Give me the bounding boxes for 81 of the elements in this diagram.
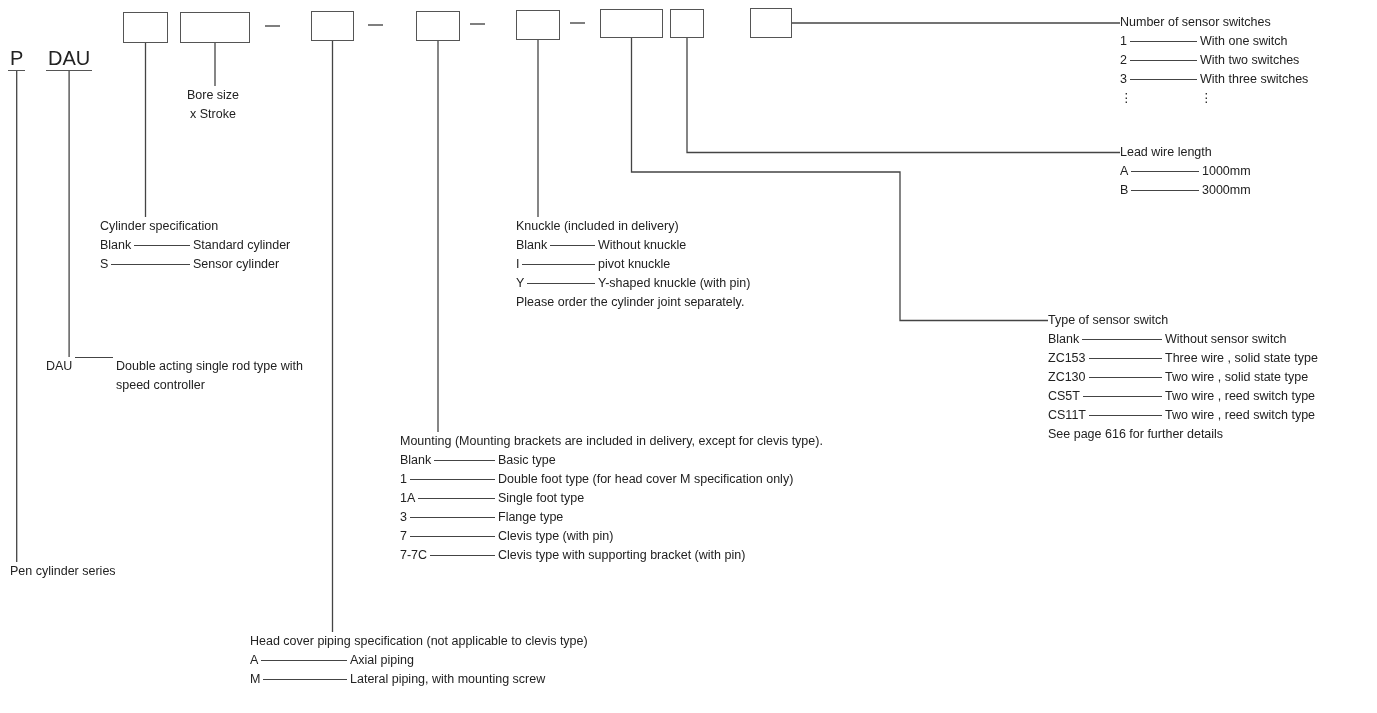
leader-line [144,42,147,218]
leader-line [16,70,18,563]
spec-heading: Lead wire length [1120,144,1213,161]
model-code: P [8,46,26,71]
spec-heading: Number of sensor switches [1120,14,1272,31]
code-box [516,10,560,40]
option-code: CS11T [1048,407,1086,424]
option-code: CS5T [1048,388,1080,405]
note-text: See page 616 for further details [1048,426,1225,443]
option-code: 3 [400,509,407,526]
option-description: Clevis type (with pin) [498,528,615,545]
option-description: Basic type [498,452,557,469]
option-code: 1 [1120,33,1127,50]
option-description: Two wire , solid state type [1165,369,1310,386]
option-description: ⋮ [1200,90,1214,107]
option-description: 1000mm [1202,163,1251,180]
option-description: Three wire , solid state type [1165,350,1318,367]
option-description: Single foot type [498,490,586,507]
option-code: Blank [1048,331,1080,348]
option-description: With two switches [1200,52,1301,69]
code-box [416,11,460,41]
option-code: ZC153 [1048,350,1086,367]
option-description: Two wire , reed switch type [1165,388,1317,405]
code-box [670,9,704,38]
option-code: DAU [46,358,73,375]
option-code: Y [516,275,525,292]
caption-text: Bore size x Stroke [184,86,242,124]
code-box [123,12,168,43]
option-code: 1 [400,471,407,488]
option-code: A [250,652,259,669]
option-description: pivot knuckle [598,256,672,273]
option-code: Blank [516,237,548,254]
option-description: Standard cylinder [193,237,291,254]
option-description: With one switch [1200,33,1289,50]
code-box [600,9,663,38]
spec-heading: Mounting (Mounting brackets are included in delivery, except for clevis type). [400,433,823,450]
spec-heading: Knuckle (included in delivery) [516,218,680,235]
option-description: Without knuckle [598,237,688,254]
option-description: Two wire , reed switch type [1165,407,1317,424]
option-code: I [516,256,520,273]
option-code: 1A [400,490,416,507]
option-description: Y-shaped knuckle (with pin) [598,275,751,292]
option-code: 7 [400,528,407,545]
leader-line [437,40,439,433]
leader-line [686,37,1121,154]
leader-line [68,70,70,358]
leader-line [331,40,334,633]
leader-line [630,37,1049,322]
option-description: Clevis type with supporting bracket (with pin) [498,547,747,564]
option-code: 7-7C [400,547,428,564]
option-code: M [250,671,261,688]
option-code: Blank [100,237,132,254]
option-description: With three switches [1200,71,1309,88]
code-box [180,12,250,43]
caption-text: Pen cylinder series [10,562,116,581]
option-code: B [1120,182,1129,199]
option-description: Axial piping [350,652,415,669]
option-description: Flange type [498,509,565,526]
option-description: 3000mm [1202,182,1251,199]
code-box [750,8,792,38]
option-code: ZC130 [1048,369,1086,386]
option-code: A [1120,163,1129,180]
option-code: ⋮ [1120,90,1133,107]
option-description: Lateral piping, with mounting screw [350,671,547,688]
leader-line [791,22,1121,24]
option-code: 2 [1120,52,1127,69]
leader-line [537,39,539,218]
spec-heading: Type of sensor switch [1048,312,1170,329]
option-description: Sensor cylinder [193,256,281,273]
code-box [311,11,354,41]
option-code: 3 [1120,71,1127,88]
spec-heading: Head cover piping specification (not applicable to clevis type) [250,633,588,650]
spec-heading: Cylinder specification [100,218,220,235]
option-description: Double foot type (for head cover M specification only) [498,471,795,488]
option-description: Double acting single rod type with speed controller [116,358,304,394]
model-code: DAU [46,46,93,71]
note-text: Please order the cylinder joint separately. [516,294,746,311]
option-code: S [100,256,109,273]
option-code: Blank [400,452,432,469]
leader-line [214,42,216,87]
option-description: Without sensor switch [1165,331,1288,348]
